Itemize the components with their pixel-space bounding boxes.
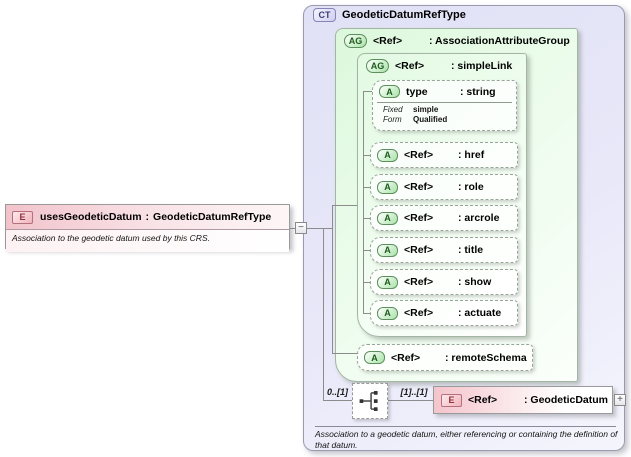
fact-label: Form bbox=[383, 115, 402, 124]
ref-label: <Ref> bbox=[404, 307, 434, 319]
attribute-group-badge: AG bbox=[366, 59, 389, 73]
ref-label: <Ref> bbox=[404, 244, 434, 256]
connector-line bbox=[290, 228, 296, 229]
attribute-badge: A bbox=[377, 275, 398, 289]
simplelink-group-header[interactable]: AG <Ref> : simpleLink bbox=[366, 59, 512, 73]
attribute-type: : string bbox=[460, 85, 496, 98]
attribute-badge: A bbox=[377, 243, 398, 257]
attribute-href-box[interactable]: A <Ref> : href bbox=[370, 142, 518, 168]
ref-label: <Ref> bbox=[404, 212, 434, 224]
attribute-show-box[interactable]: A <Ref> : show bbox=[370, 269, 518, 295]
attribute-type: : role bbox=[458, 181, 484, 193]
attribute-type: : arcrole bbox=[458, 212, 500, 224]
attribute-arcrole-box[interactable]: A <Ref> : arcrole bbox=[370, 205, 518, 231]
attribute-badge: A bbox=[364, 351, 385, 364]
occurrence-label-min: 0..[1] bbox=[326, 387, 348, 397]
occurrence-label-max: [1]..[1] bbox=[400, 387, 428, 397]
choice-compositor-icon[interactable] bbox=[352, 383, 388, 419]
expand-icon[interactable]: + bbox=[614, 394, 626, 406]
association-attribute-group-header[interactable]: AG <Ref> : AssociationAttributeGroup bbox=[344, 34, 570, 48]
connector-line bbox=[363, 187, 370, 188]
connector-line bbox=[363, 250, 370, 251]
attribute-badge: A bbox=[377, 306, 398, 320]
attribute-type: : title bbox=[458, 244, 484, 256]
attribute-badge: A bbox=[377, 180, 398, 194]
attribute-actuate-box[interactable]: A <Ref> : actuate bbox=[370, 300, 518, 326]
facts-separator bbox=[377, 102, 512, 103]
connector-line bbox=[363, 155, 370, 156]
attribute-name: type bbox=[406, 85, 428, 98]
connector-line bbox=[332, 205, 357, 206]
ref-label: <Ref> bbox=[391, 351, 421, 364]
attribute-type: : href bbox=[458, 149, 485, 161]
connector-line bbox=[323, 400, 352, 401]
attribute-facts: Fixed simple Form Qualified bbox=[373, 103, 516, 125]
attribute-badge: A bbox=[377, 148, 398, 162]
connector-line bbox=[363, 91, 372, 92]
ref-label: <Ref> bbox=[373, 35, 403, 47]
attribute-type-box[interactable]: A type : string Fixed simple Form Qualifie… bbox=[372, 80, 517, 131]
element-header: E usesGeodeticDatum : GeodeticDatumRefTy… bbox=[6, 205, 289, 229]
attribute-remoteschema-box[interactable]: A <Ref> : remoteSchema bbox=[357, 344, 533, 371]
connector-line bbox=[388, 400, 433, 401]
ref-label: <Ref> bbox=[395, 60, 425, 72]
element-name: usesGeodeticDatum bbox=[40, 211, 142, 223]
fact-value: Qualified bbox=[413, 115, 448, 124]
element-usesgeodeticdatum-box[interactable]: E usesGeodeticDatum : GeodeticDatumRefTy… bbox=[5, 204, 290, 252]
attribute-type: : show bbox=[458, 276, 492, 288]
connector-line bbox=[363, 218, 370, 219]
colon-separator: : bbox=[145, 211, 150, 223]
annotation-separator bbox=[315, 426, 616, 427]
attribute-group-name: : simpleLink bbox=[451, 60, 513, 72]
attribute-type: : actuate bbox=[458, 307, 502, 319]
connector-line bbox=[363, 313, 370, 314]
connector-line bbox=[332, 353, 359, 354]
element-annotation: Association to the geodetic datum used b… bbox=[6, 229, 289, 252]
ref-label: <Ref> bbox=[404, 181, 434, 193]
attribute-trunk-line bbox=[363, 91, 364, 313]
ref-label: <Ref> bbox=[468, 394, 498, 406]
ref-label: <Ref> bbox=[404, 276, 434, 288]
complex-type-annotation: Association to a geodetic datum, either … bbox=[315, 429, 618, 450]
element-geodeticdatum-box[interactable]: E <Ref> : GeodeticDatum bbox=[433, 386, 613, 414]
collapse-icon[interactable]: − bbox=[295, 222, 307, 234]
element-badge: E bbox=[441, 393, 462, 407]
attribute-group-badge: AG bbox=[344, 34, 367, 48]
attribute-role-box[interactable]: A <Ref> : role bbox=[370, 174, 518, 200]
attribute-type: : remoteSchema bbox=[445, 351, 527, 364]
connector-line bbox=[323, 228, 324, 400]
element-type: GeodeticDatumRefType bbox=[153, 211, 272, 223]
ref-label: <Ref> bbox=[404, 149, 434, 161]
element-badge: E bbox=[12, 210, 33, 224]
attribute-badge: A bbox=[377, 211, 398, 225]
complex-type-header: CT GeodeticDatumRefType bbox=[313, 8, 466, 22]
attribute-title-box[interactable]: A <Ref> : title bbox=[370, 237, 518, 263]
connector-line bbox=[332, 205, 333, 353]
complex-type-badge: CT bbox=[313, 8, 336, 22]
fact-label: Fixed bbox=[383, 105, 403, 114]
connector-line bbox=[363, 282, 370, 283]
attribute-badge: A bbox=[379, 85, 400, 98]
element-type: : GeodeticDatum bbox=[524, 394, 609, 406]
choice-branch-glyph bbox=[359, 391, 378, 411]
fact-value: simple bbox=[413, 105, 439, 114]
attribute-group-name: : AssociationAttributeGroup bbox=[429, 35, 570, 47]
connector-line bbox=[307, 228, 332, 229]
complex-type-title: GeodeticDatumRefType bbox=[342, 9, 466, 21]
